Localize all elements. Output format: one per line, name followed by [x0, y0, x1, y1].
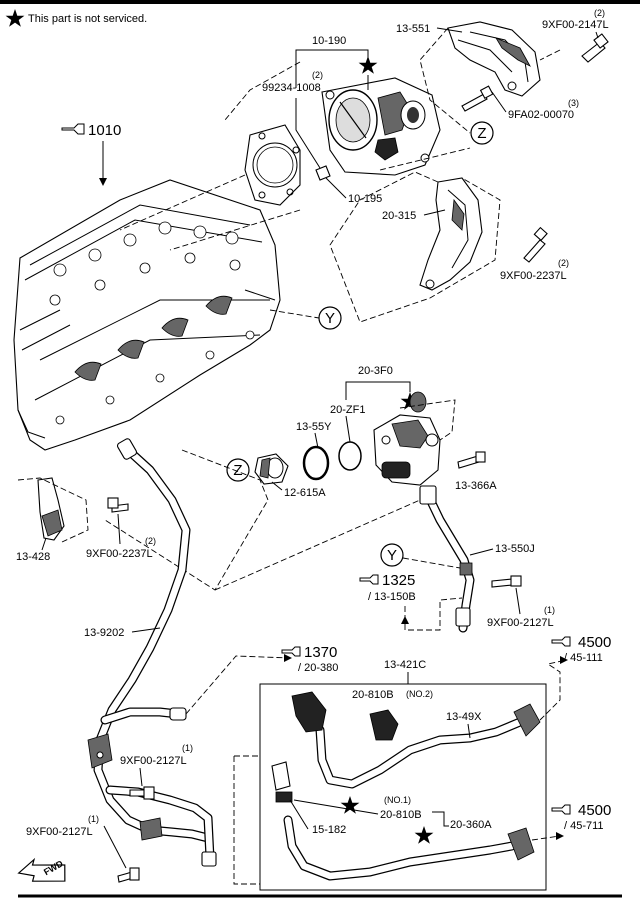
ref-4500b-sub: / 45-711	[564, 820, 604, 832]
bracket-20-315	[419, 177, 483, 291]
ref-1325[interactable]: 1325 / 13-150B	[359, 572, 416, 603]
ref-1010-label: 1010	[88, 122, 121, 139]
ref-1325-sub: / 13-150B	[368, 591, 416, 603]
bolt-9xf00-2127l-mid	[129, 786, 155, 800]
hose-13-9202	[87, 438, 217, 867]
label-13-421c: 13-421C	[384, 659, 426, 671]
heat-shield-13-551	[447, 21, 541, 97]
star-icon	[358, 56, 378, 74]
star-icon	[5, 9, 25, 27]
ref-4500b-label: 4500	[578, 802, 611, 819]
label-13-551: 13-551	[396, 23, 430, 35]
forward-arrow-icon	[17, 857, 66, 882]
not-serviced-note: This part is not serviced.	[5, 9, 147, 27]
label-99234-1008: 99234-1008	[262, 82, 321, 94]
coupler-12-615a	[254, 453, 289, 485]
bolt-9xf00-2147l	[581, 33, 609, 63]
label-9xf00-2237l-lower: 9XF00-2237L	[86, 548, 153, 560]
pointing-hand-icon	[551, 636, 571, 647]
label-13-550j: 13-550J	[495, 543, 535, 555]
o-ring-13-55y	[302, 445, 330, 481]
harness-13-49x	[291, 691, 541, 789]
pointing-hand-icon	[551, 804, 571, 815]
ref-1370[interactable]: 1370 / 20-380	[281, 644, 338, 674]
qty-99234: (2)	[312, 70, 323, 80]
label-20-360a: 20-360A	[450, 819, 492, 831]
cylinder-head	[13, 179, 281, 451]
label-20-315: 20-315	[382, 210, 416, 222]
label-13-49x: 13-49X	[446, 711, 482, 723]
ref-4500-b[interactable]: 4500 / 45-711	[551, 802, 611, 832]
harness-20-360a	[283, 815, 535, 881]
top-border	[0, 0, 640, 4]
bolt-9xf00-2127l-right	[491, 575, 522, 588]
label-no2: (NO.2)	[406, 689, 433, 699]
label-group-10-190: 10-190	[295, 35, 378, 90]
ref-1370-sub: / 20-380	[298, 662, 338, 674]
label-13-428: 13-428	[16, 551, 50, 563]
label-20-810b-no1: 20-810B	[380, 809, 422, 821]
bolt-9xf00-2237l-lower	[107, 497, 129, 513]
bracket-13-428	[37, 477, 65, 541]
qty-9xf00-2127l-mid: (1)	[182, 743, 193, 753]
pointing-hand-icon	[281, 646, 301, 657]
qty-9xf00-2147l-top: (2)	[594, 8, 605, 18]
star-icon	[340, 796, 360, 814]
bolt-9xf00-2127l-lower	[117, 867, 140, 883]
throttle-body	[244, 77, 441, 206]
label-20-3f0: 20-3F0	[358, 365, 393, 377]
bolt-9fa02-00070	[461, 85, 494, 112]
star-icon	[414, 826, 434, 844]
label-9xf00-2127l-lower: 9XF00-2127L	[26, 826, 93, 838]
ref-1370-label: 1370	[304, 644, 337, 661]
qty-9xf00-2127l-lower: (1)	[88, 814, 99, 824]
label-12-615a: 12-615A	[284, 487, 326, 499]
callout-y-upper: Y	[318, 306, 342, 330]
callout-y-letter-lower: Y	[387, 547, 397, 564]
ref-4500a-label: 4500	[578, 634, 611, 651]
label-13-9202: 13-9202	[84, 627, 124, 639]
fuel-pump-20-3f0	[373, 391, 441, 486]
bolt-13-366a	[457, 451, 486, 469]
label-9xf00-2127l-right: 9XF00-2127L	[487, 617, 554, 629]
label-20-zf1: 20-ZF1	[330, 404, 365, 416]
callout-z-top: Z	[470, 121, 494, 145]
callout-z-lower: Z	[226, 458, 250, 482]
o-ring-20-zf1	[338, 441, 362, 471]
label-no1: (NO.1)	[384, 795, 411, 805]
label-9fa02-00070: 9FA02-00070	[508, 109, 574, 121]
label-13-366a: 13-366A	[455, 480, 497, 492]
label-10-195: 10-195	[348, 193, 382, 205]
qty-9xf00-2237l-upper: (2)	[558, 258, 569, 268]
note-text: This part is not serviced.	[28, 13, 147, 25]
label-9xf00-2127l-mid: 9XF00-2127L	[120, 755, 187, 767]
pointing-hand-icon	[61, 123, 85, 135]
bolt-9xf00-2237l-upper	[523, 226, 548, 263]
label-9xf00-2237l-upper: 9XF00-2237L	[500, 270, 567, 282]
label-20-810b-no2: 20-810B	[352, 689, 394, 701]
qty-9xf00-2127l-right: (1)	[544, 605, 555, 615]
callout-y-letter: Y	[325, 310, 335, 327]
fwd-arrow: FWD	[17, 857, 66, 882]
callout-z-letter: Z	[477, 125, 486, 142]
label-15-182: 15-182	[312, 824, 346, 836]
qty-9xf00-2237l-lower: (2)	[145, 536, 156, 546]
ref-4500a-sub: / 45-111	[564, 652, 603, 664]
qty-9fa02: (3)	[568, 98, 579, 108]
fuel-line-13-550j	[419, 485, 475, 633]
pointing-hand-icon	[359, 574, 379, 585]
callout-z-letter-lower: Z	[233, 462, 242, 479]
callout-y-lower: Y	[380, 543, 404, 567]
label-13-55y: 13-55Y	[296, 421, 332, 433]
harness-box	[259, 683, 547, 891]
clip-15-182	[271, 761, 293, 803]
ref-1010[interactable]: 1010	[61, 122, 121, 186]
ref-4500-a[interactable]: 4500 / 45-111	[551, 634, 611, 664]
ref-1325-label: 1325	[382, 572, 415, 589]
label-9xf00-2147l: 9XF00-2147L	[542, 19, 609, 31]
label-10-190: 10-190	[312, 35, 346, 47]
